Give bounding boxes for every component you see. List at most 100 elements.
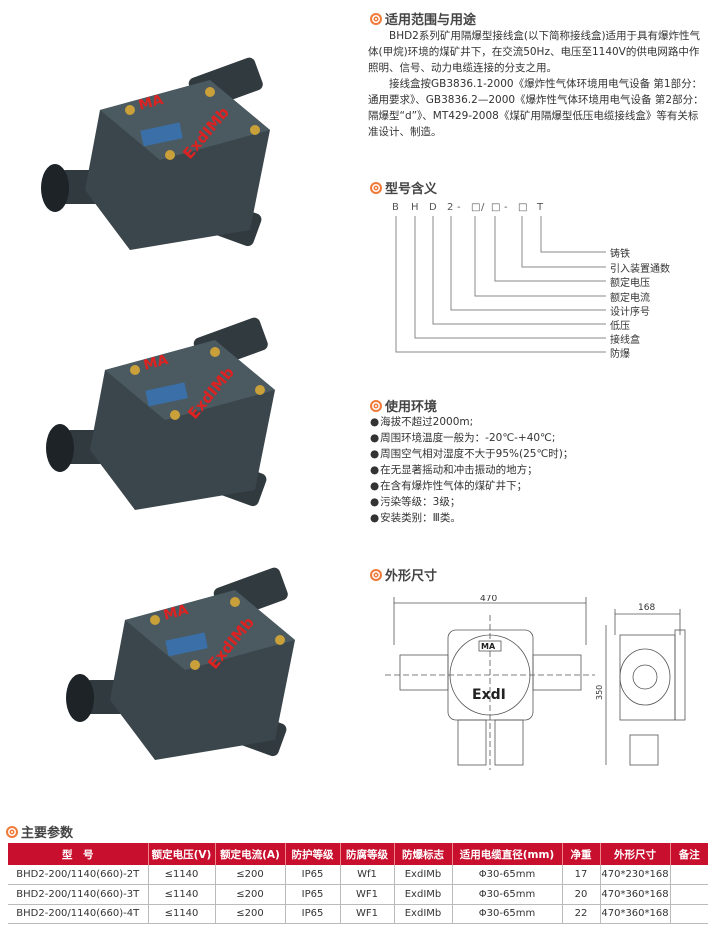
model-connector-line (521, 216, 606, 268)
table-cell: 20 (562, 884, 601, 905)
env-item: 安装类别：Ⅲ类。 (370, 510, 573, 526)
scope-paragraph-2: 接线盒按GB3836.1-2000《爆炸性气体环境用电气设备 第1部分：通用要求… (368, 78, 704, 138)
table-cell: IP65 (285, 904, 341, 924)
env-item: 污染等级：3级； (370, 494, 573, 510)
ring-icon (370, 399, 382, 412)
column-header: 外形尺寸 (600, 843, 671, 865)
model-label: 接线盒 (610, 335, 640, 346)
table-cell: ≤200 (215, 865, 286, 885)
ring-icon (370, 181, 382, 194)
table-cell: BHD2-200/1140(660)-3T (8, 884, 149, 905)
table-cell: WF1 (340, 884, 395, 905)
model-connector-line (540, 216, 606, 253)
table-cell: 470*360*168 (600, 884, 671, 905)
model-label: 额定电压 (610, 278, 650, 289)
column-header: 防爆标志 (394, 843, 453, 865)
model-label: 铸铁 (610, 249, 630, 260)
scope-heading: 适用范围与用途 (370, 9, 476, 28)
model-code-char: - (504, 202, 508, 213)
table-cell: Φ30-65mm (452, 904, 563, 924)
column-header: 额定电流(A) (215, 843, 286, 865)
table-cell: 17 (562, 865, 601, 885)
column-header: 净重 (562, 843, 601, 865)
model-code-char: T (537, 202, 544, 213)
drawing-mark: ExdI (472, 687, 506, 703)
model-lines (395, 216, 606, 353)
model-label: 防爆 (610, 349, 630, 360)
scope-text: BHD2系列矿用隔爆型接线盒(以下简称接线盒)适用于具有爆炸性气体(甲烷)环境的… (368, 28, 708, 140)
table-cell: BHD2-200/1140(660)-4T (8, 904, 149, 924)
table-cell: Wf1 (340, 865, 395, 885)
model-connector-line (450, 216, 606, 311)
dims-heading: 外形尺寸 (370, 565, 437, 584)
dimension-drawing: 470 MA ExdI 168 350 (385, 595, 686, 770)
table-cell: ExdIMb (394, 865, 453, 885)
heading-text: 型号含义 (385, 182, 438, 197)
model-code-char: - (457, 202, 461, 213)
table-cell: 22 (562, 904, 601, 924)
env-item: 海拔不超过2000m; (370, 414, 573, 430)
table-cell (670, 884, 708, 905)
depth-label: 168 (638, 603, 655, 613)
model-code-char: □ (491, 202, 501, 213)
heading-text: 主要参数 (21, 826, 74, 841)
model-label: 额定电流 (610, 293, 650, 304)
table-cell: ≤1140 (148, 904, 216, 924)
ring-icon (6, 825, 18, 838)
env-list: 海拔不超过2000m; 周围环境温度一般为：-20℃-+40℃; 周围空气相对湿… (370, 414, 573, 526)
model-label: 设计序号 (610, 307, 650, 318)
svg-text:MA: MA (162, 602, 190, 624)
height-label: 350 (595, 685, 604, 700)
scope-paragraph-1: BHD2系列矿用隔爆型接线盒(以下简称接线盒)适用于具有爆炸性气体(甲烷)环境的… (368, 30, 701, 74)
column-header: 防护等级 (285, 843, 341, 865)
svg-text:MA: MA (142, 352, 170, 374)
table-cell (670, 904, 708, 924)
table-cell: ≤1140 (148, 865, 216, 885)
ring-icon (370, 568, 382, 581)
table-cell: ExdIMb (394, 884, 453, 905)
model-connector-line (494, 216, 606, 282)
table-cell: ≤200 (215, 904, 286, 924)
table-header: 型 号额定电压(V)额定电流(A)防护等级防腐等级防爆标志适用电缆直径(mm)净… (8, 843, 708, 865)
column-header: 额定电压(V) (148, 843, 216, 865)
table-cell: WF1 (340, 904, 395, 924)
column-header: 型 号 (8, 843, 149, 865)
ring-icon (370, 12, 382, 25)
table-cell: 470*230*168 (600, 865, 671, 885)
model-label: 低压 (610, 321, 630, 332)
heading-text: 外形尺寸 (385, 569, 438, 584)
table-cell (670, 865, 708, 885)
column-header: 适用电缆直径(mm) (452, 843, 563, 865)
env-heading: 使用环境 (370, 396, 437, 415)
params-heading: 主要参数 (6, 822, 73, 841)
heading-text: 使用环境 (385, 400, 438, 415)
heading-text: 适用范围与用途 (385, 13, 477, 28)
table-cell: 470*360*168 (600, 904, 671, 924)
model-code-char: D (429, 202, 437, 213)
column-header: 备注 (670, 843, 708, 865)
model-heading: 型号含义 (370, 178, 437, 197)
width-label: 470 (480, 595, 497, 604)
env-item: 周围环境温度一般为：-20℃-+40℃; (370, 430, 573, 446)
model-connector-line (395, 216, 606, 353)
model-connector-line (414, 216, 606, 339)
model-code-char: □ (471, 202, 481, 213)
model-code-char: □ (518, 202, 528, 213)
model-connector-line (474, 216, 606, 297)
table-cell: ExdIMb (394, 904, 453, 924)
column-header: 防腐等级 (340, 843, 395, 865)
table-cell: IP65 (285, 865, 341, 885)
table-cell: ≤1140 (148, 884, 216, 905)
table-cell: BHD2-200/1140(660)-2T (8, 865, 149, 885)
table-cell: Φ30-65mm (452, 865, 563, 885)
svg-text:MA: MA (137, 92, 165, 114)
drawing-logo: MA (481, 642, 496, 651)
env-item: 在含有爆炸性气体的煤矿井下； (370, 478, 573, 494)
model-connector-line (432, 216, 606, 325)
model-code-char: / (481, 202, 485, 213)
